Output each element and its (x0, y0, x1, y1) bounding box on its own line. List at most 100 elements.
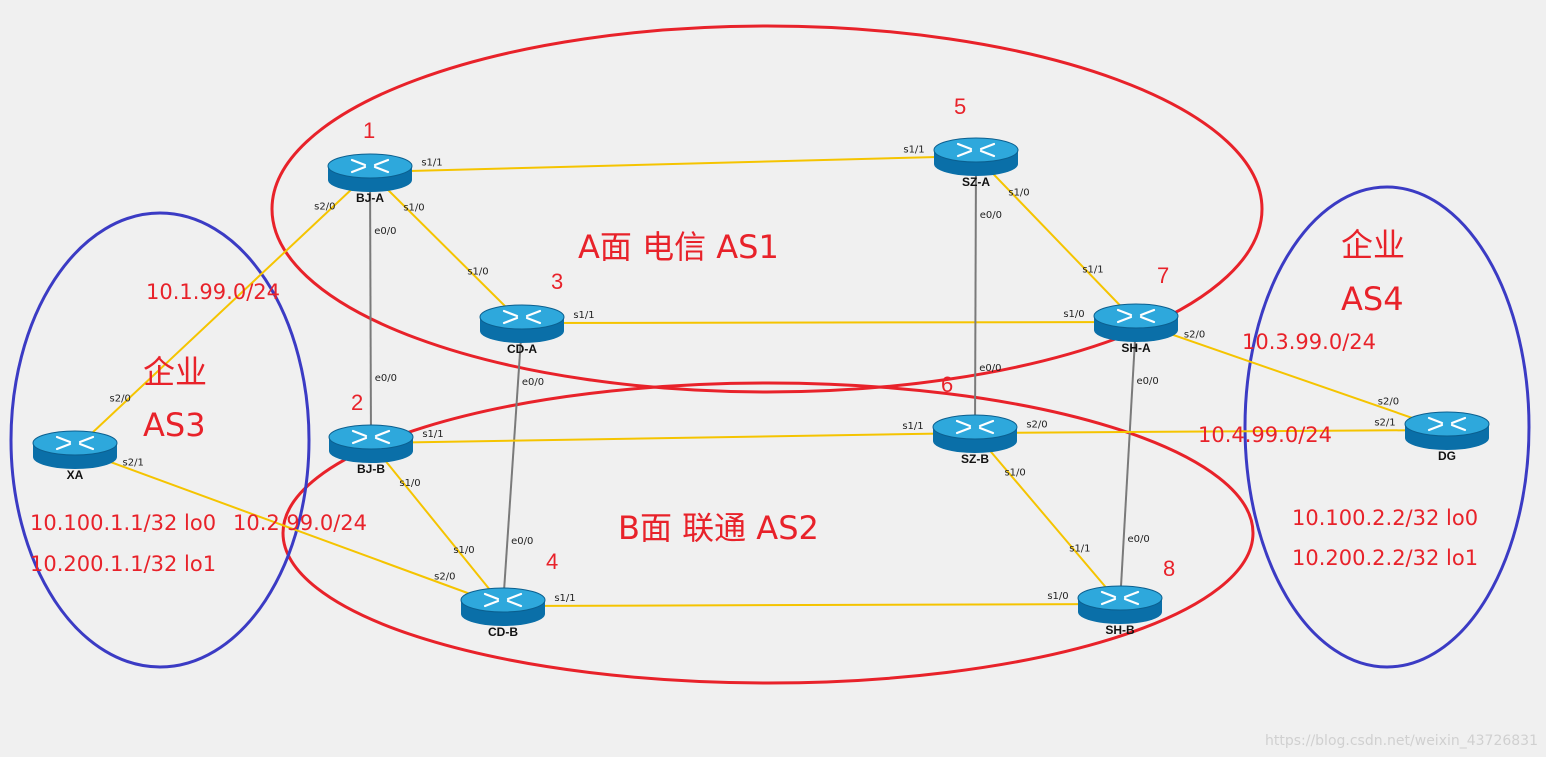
interface-label: s1/0 (1008, 188, 1029, 199)
interface-label: s2/0 (1184, 329, 1205, 340)
router-number-label: 7 (1157, 263, 1169, 288)
router-name-label: BJ-B (357, 462, 385, 476)
router-icon (479, 304, 565, 330)
link-line (502, 322, 523, 607)
link-line (975, 155, 1137, 323)
interface-label: s2/1 (123, 457, 144, 468)
link-sh-a-dg: s2/0 s2/0 (1135, 321, 1448, 431)
link-sh-a-sh-b: e0/0 e0/0 (1119, 321, 1159, 605)
router-cd-b[interactable]: CD-B4 (460, 549, 558, 639)
link-line (974, 155, 977, 434)
router-dg[interactable]: DG (1404, 411, 1490, 463)
interface-label: s1/0 (453, 545, 474, 556)
interface-label: e0/0 (1128, 534, 1150, 545)
link-sz-a-sh-a: s1/0s1/1 (975, 155, 1137, 323)
link-line (521, 321, 1137, 324)
router-arrows-icon (1100, 590, 1140, 606)
router-arrows-icon (1116, 308, 1156, 324)
dg-loopback-1: 10.200.2.2/32 lo1 (1292, 546, 1478, 570)
router-number-label: 8 (1163, 556, 1175, 581)
router-name-label: DG (1438, 449, 1456, 463)
router-arrows-icon (956, 142, 996, 158)
interface-label: s2/0 (110, 394, 131, 405)
router-name-label: SZ-B (961, 452, 989, 466)
link-bj-b-sz-b: s1/1 s1/1 (370, 421, 976, 444)
region-as3-label-line1: 企业 (143, 353, 207, 391)
router-arrows-icon (351, 429, 391, 445)
link-line (370, 432, 976, 444)
interface-label: e0/0 (511, 536, 533, 547)
link-line (370, 442, 504, 607)
router-number-label: 5 (954, 94, 966, 119)
interface-label: s1/1 (422, 429, 443, 440)
interface-label: s2/0 (1026, 420, 1047, 431)
watermark: https://blog.csdn.net/weixin_43726831 (1265, 733, 1538, 749)
router-sz-b[interactable]: SZ-B 6 (932, 372, 1018, 466)
interface-label: s1/1 (902, 421, 923, 432)
link-line (502, 603, 1121, 607)
link-line (1119, 321, 1137, 605)
region-as3-label-line2: AS3 (143, 406, 206, 444)
router-icon (933, 137, 1019, 163)
interface-label: s1/0 (467, 266, 488, 277)
interface-label: s1/1 (421, 157, 442, 168)
region-as1-ellipse (270, 24, 1264, 394)
interface-label: s2/1 (1374, 417, 1395, 428)
interface-label: e0/0 (980, 210, 1002, 221)
link-bj-a-bj-b: e0/0e0/0 (369, 171, 397, 444)
interface-label: s1/0 (1047, 591, 1068, 602)
subnet-xa-bja: 10.1.99.0/24 (146, 280, 280, 304)
router-icon (1077, 585, 1163, 611)
link-line (369, 155, 977, 173)
region-as1-label: A面 电信 AS1 (578, 228, 779, 266)
router-name-label: XA (67, 468, 84, 482)
router-sh-a[interactable]: SH-A7 (1093, 263, 1179, 355)
link-bj-b-cd-b: s1/0s1/0 (370, 442, 504, 607)
link-bj-a-cd-a: s1/0 s1/0 (369, 171, 523, 324)
link-line (74, 171, 371, 450)
link-line (369, 171, 372, 444)
link-sz-b-dg: s2/0 s2/1 (974, 417, 1448, 434)
router-bj-b[interactable]: BJ-B 2 (328, 390, 414, 476)
interface-label: s2/0 (314, 201, 335, 212)
router-bj-a[interactable]: BJ-A1 (327, 118, 413, 205)
router-icon (460, 587, 546, 613)
link-cd-a-sh-a: s1/1 s1/0 (521, 309, 1137, 324)
link-line (369, 171, 523, 324)
link-line (974, 432, 1121, 605)
router-number-label: 2 (351, 390, 363, 415)
interface-label: e0/0 (1136, 376, 1158, 387)
router-icon (1404, 411, 1490, 437)
router-arrows-icon (502, 309, 542, 325)
router-name-label: SH-B (1105, 623, 1135, 637)
interface-label: s1/0 (403, 203, 424, 214)
router-number-label: 4 (546, 549, 558, 574)
xa-loopback-1: 10.200.1.1/32 lo1 (30, 552, 216, 576)
link-cd-b-xa: s2/0s2/1 (74, 448, 504, 607)
interface-label: s1/0 (1063, 309, 1084, 320)
interface-label: s1/1 (1069, 544, 1090, 555)
router-number-label: 6 (941, 372, 953, 397)
interface-label: s1/1 (573, 310, 594, 321)
router-xa[interactable]: XA (32, 430, 118, 482)
router-sh-b[interactable]: SH-B 8 (1077, 556, 1175, 637)
interface-label: e0/0 (374, 226, 396, 237)
subnet-xa-cdb: 10.2.99.0/24 (233, 511, 367, 535)
interface-label: s2/0 (1378, 397, 1399, 408)
router-sz-a[interactable]: SZ-A5 (933, 94, 1019, 189)
interface-label: s1/1 (554, 593, 575, 604)
interface-label: e0/0 (522, 377, 544, 388)
router-arrows-icon (483, 592, 523, 608)
router-arrows-icon (955, 419, 995, 435)
interface-label: e0/0 (979, 363, 1001, 374)
subnet-sha-dg: 10.3.99.0/24 (1242, 330, 1376, 354)
link-line (74, 448, 504, 607)
router-cd-a[interactable]: CD-A3 (479, 269, 565, 356)
router-name-label: BJ-A (356, 191, 384, 205)
region-as4-ellipse (1243, 185, 1531, 669)
link-cd-a-cd-b: e0/0 e0/0 (502, 322, 544, 607)
